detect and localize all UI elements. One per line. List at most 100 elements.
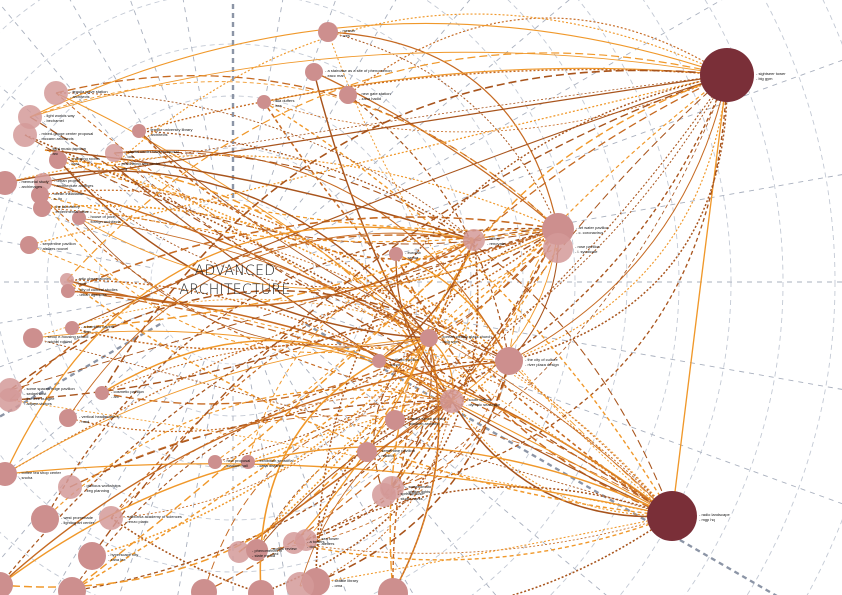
node-label-title: - vertical headquarters bbox=[79, 414, 119, 419]
node-label: - memorial study- archimages bbox=[19, 179, 49, 189]
project-node[interactable] bbox=[31, 505, 59, 533]
node-label: - light music pavilion- arc bbox=[50, 146, 86, 156]
node-label: - radio landscape- mgp hq bbox=[699, 512, 730, 522]
connection-edge bbox=[214, 239, 475, 463]
connection-edge bbox=[0, 445, 673, 586]
project-node[interactable] bbox=[208, 455, 222, 469]
project-node[interactable] bbox=[647, 491, 697, 541]
node-label-author: - experimental office bbox=[53, 209, 89, 214]
connection-edge bbox=[327, 31, 559, 230]
node-label: - serpentine pavilion- ateliers nouvel bbox=[40, 241, 76, 251]
project-node[interactable] bbox=[246, 539, 268, 561]
connection-edge bbox=[71, 228, 559, 592]
connection-edge bbox=[347, 17, 728, 96]
project-node[interactable] bbox=[72, 211, 86, 225]
connection-edge bbox=[44, 149, 510, 362]
project-node[interactable] bbox=[372, 354, 386, 368]
node-label-title: - eurolab bbox=[405, 250, 421, 255]
node-label-title: - spreadhouse bbox=[398, 491, 424, 496]
project-node[interactable] bbox=[60, 273, 74, 287]
node-label: - house of juice- foreign architects bbox=[88, 214, 121, 224]
project-node[interactable] bbox=[339, 86, 357, 104]
node-label: - exhibition sensorial- casa distance bbox=[257, 458, 293, 468]
node-label-title: - a towers bbox=[307, 539, 325, 544]
project-node[interactable] bbox=[389, 247, 403, 261]
project-node[interactable] bbox=[0, 388, 22, 412]
connection-edge bbox=[203, 228, 559, 593]
project-node[interactable] bbox=[13, 123, 37, 147]
node-label-title: - lilla duffers bbox=[273, 98, 295, 103]
project-node[interactable] bbox=[58, 475, 82, 499]
connection-edge bbox=[71, 228, 559, 592]
node-label-title: - capital center tower proposal bbox=[125, 149, 179, 154]
project-node[interactable] bbox=[44, 81, 68, 105]
project-node[interactable] bbox=[385, 410, 405, 430]
node-label-title: - art water pavilion bbox=[576, 225, 609, 230]
project-node[interactable] bbox=[23, 328, 43, 348]
project-node[interactable] bbox=[95, 386, 109, 400]
node-label-title: - mixed-gauge center proposal bbox=[39, 131, 94, 136]
project-node[interactable] bbox=[378, 578, 408, 595]
project-node[interactable] bbox=[0, 171, 17, 195]
node-label-author: - ooo bbox=[307, 544, 317, 549]
node-label: - new gate station- zaha hadid bbox=[359, 91, 391, 101]
project-node[interactable] bbox=[305, 63, 323, 81]
project-node[interactable] bbox=[228, 541, 250, 563]
connection-edge bbox=[9, 289, 510, 391]
node-label-author: - philips lights bbox=[406, 489, 431, 494]
project-node[interactable] bbox=[65, 321, 79, 335]
node-label-title: - artic observatories bbox=[76, 276, 112, 281]
node-label-title: - the city of culture bbox=[525, 357, 558, 362]
connection-edge bbox=[347, 94, 510, 362]
project-node[interactable] bbox=[49, 151, 67, 169]
node-label: - urban project- architecture archives bbox=[54, 178, 93, 188]
project-node[interactable] bbox=[132, 124, 146, 138]
connection-edge bbox=[29, 22, 728, 118]
connection-edge bbox=[9, 234, 475, 401]
project-node[interactable] bbox=[463, 229, 485, 251]
project-node[interactable] bbox=[357, 442, 377, 462]
project-node[interactable] bbox=[248, 580, 274, 595]
connection-edge bbox=[28, 244, 510, 362]
project-node[interactable] bbox=[61, 284, 75, 298]
connection-edge bbox=[383, 74, 728, 496]
project-node[interactable] bbox=[99, 506, 123, 530]
project-node[interactable] bbox=[78, 542, 106, 570]
node-label-title: - korean weekly glass church bbox=[440, 334, 492, 339]
project-node[interactable] bbox=[33, 199, 51, 217]
project-node[interactable] bbox=[58, 577, 86, 595]
project-node[interactable] bbox=[543, 233, 573, 263]
project-node[interactable] bbox=[318, 22, 338, 42]
node-label-title: - glorious workshops bbox=[84, 483, 121, 488]
project-node[interactable] bbox=[0, 572, 13, 595]
project-node[interactable] bbox=[18, 105, 42, 129]
node-label-author: - state media bbox=[252, 553, 276, 558]
node-label: - sea tower- ateliers bbox=[319, 536, 339, 546]
project-node[interactable] bbox=[20, 236, 38, 254]
project-node[interactable] bbox=[440, 389, 464, 413]
project-node[interactable] bbox=[191, 579, 217, 595]
node-label-title: - hyperscape city bbox=[108, 552, 139, 557]
node-label: - california academy of sciences- renzo … bbox=[125, 514, 182, 524]
node-label: - artic observatories- mos bbox=[76, 276, 111, 286]
node-label-title: - seattle library bbox=[332, 578, 359, 583]
connection-edge bbox=[71, 74, 728, 329]
project-node[interactable] bbox=[59, 409, 77, 427]
node-label-author: - bes bbox=[273, 103, 282, 108]
project-node[interactable] bbox=[700, 48, 754, 102]
connection-edge bbox=[138, 68, 728, 132]
project-node[interactable] bbox=[420, 329, 438, 347]
project-node[interactable] bbox=[0, 462, 17, 486]
project-node[interactable] bbox=[295, 529, 317, 551]
project-node[interactable] bbox=[372, 483, 396, 507]
node-label-title: - seoul e-housing school bbox=[45, 334, 89, 339]
project-node[interactable] bbox=[257, 95, 271, 109]
connection-edge bbox=[315, 400, 453, 583]
connection-edge bbox=[203, 400, 453, 593]
project-node[interactable] bbox=[286, 572, 314, 595]
node-label-author: - snoha bbox=[19, 475, 33, 480]
project-node[interactable] bbox=[105, 144, 123, 162]
node-label-title: - new proposal bbox=[224, 458, 251, 463]
project-node[interactable] bbox=[241, 455, 255, 469]
project-node[interactable] bbox=[495, 347, 523, 375]
